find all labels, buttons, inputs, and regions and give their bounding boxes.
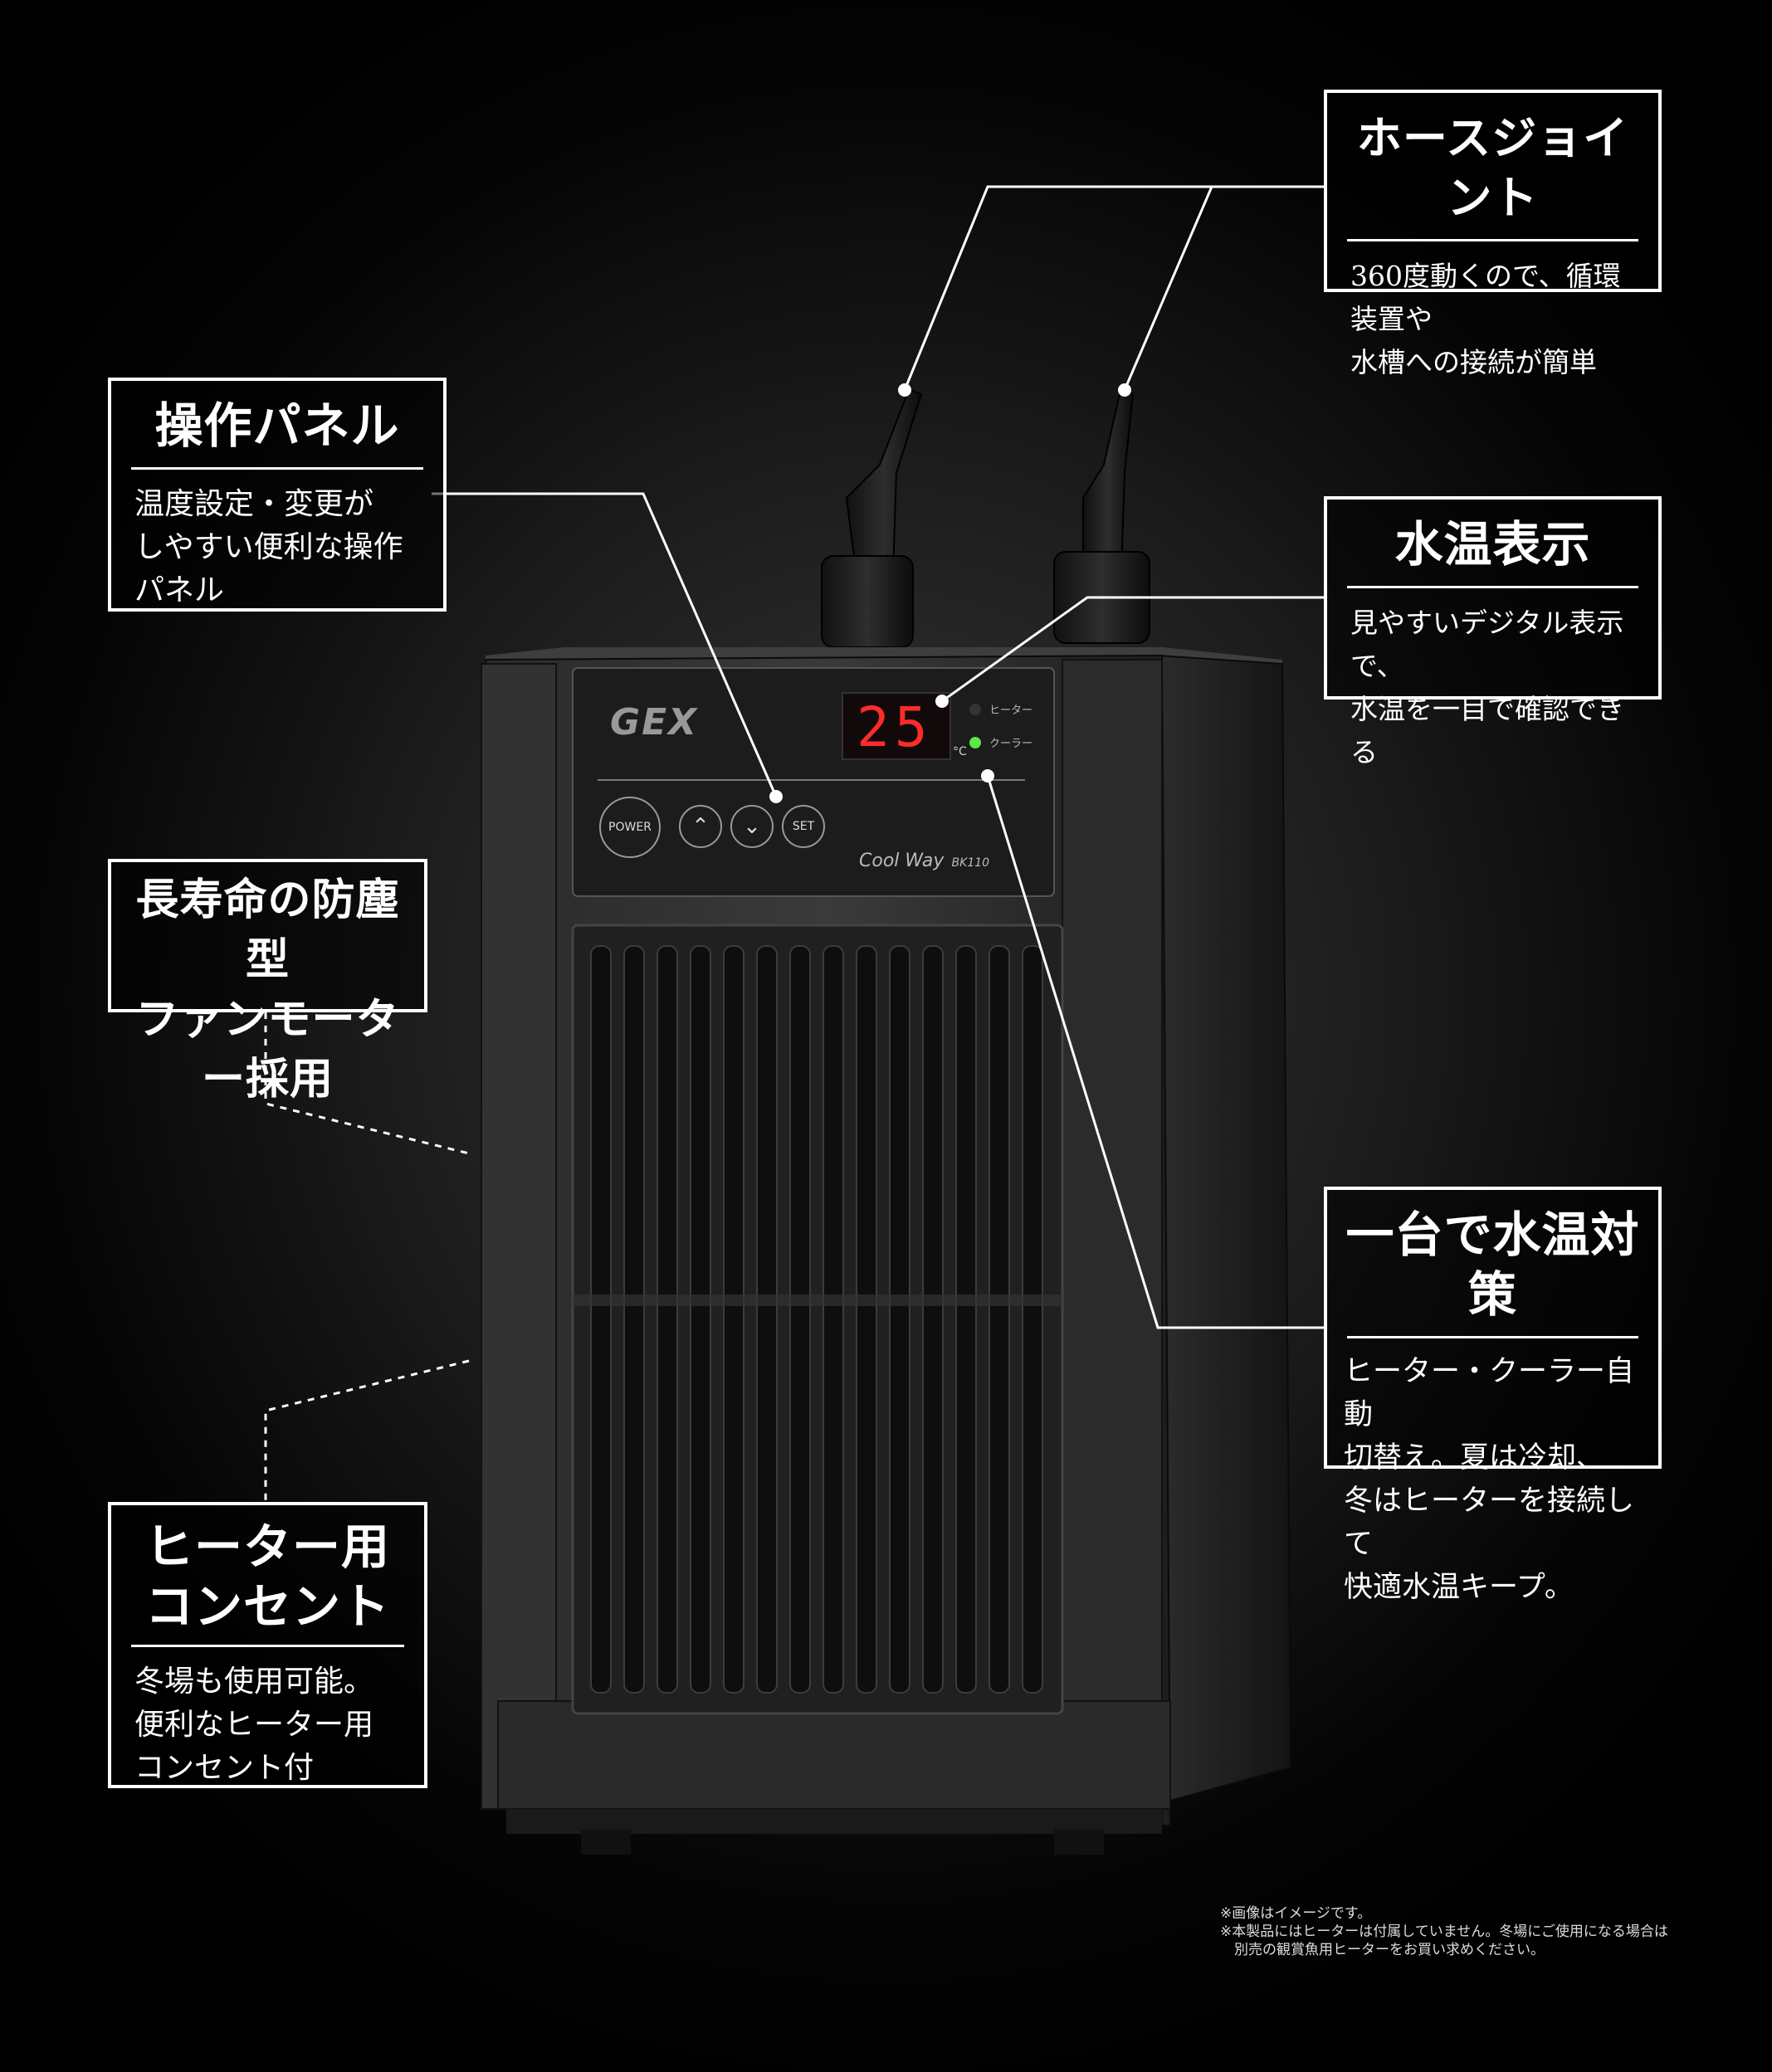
temperature-unit: °C bbox=[953, 745, 967, 758]
callout-description: 見やすいデジタル表示で、 水温を一目で確認できる bbox=[1350, 607, 1624, 768]
temperature-display bbox=[842, 692, 951, 760]
grille-slats bbox=[590, 945, 1043, 1694]
divider bbox=[1347, 586, 1638, 588]
cooler-indicator-label: クーラー bbox=[989, 738, 1033, 750]
grille-slat bbox=[1022, 945, 1043, 1694]
divider bbox=[1347, 1336, 1638, 1338]
callout-heater-outlet: ヒーター用 コンセント 冬場も使用可能。 便利なヒーター用 コンセント付 bbox=[108, 1502, 427, 1788]
grille-slat bbox=[823, 945, 844, 1694]
callout-title: ヒーター用 コンセント bbox=[144, 1519, 390, 1635]
up-button[interactable]: ⌃ bbox=[679, 805, 722, 848]
chevron-up-icon: ⌃ bbox=[691, 814, 710, 839]
grille-slat bbox=[690, 945, 711, 1694]
grille-slat bbox=[756, 945, 778, 1694]
power-button[interactable]: POWER bbox=[599, 797, 661, 858]
callout-auto-switch: 一台で水温対策 ヒーター・クーラー自動 切替え。夏は冷却、 冬はヒーターを接続し… bbox=[1324, 1187, 1662, 1604]
grille-slat bbox=[590, 945, 612, 1694]
divider bbox=[1347, 239, 1638, 241]
callout-fan-motor: 長寿命の防塵型 ファンモーター採用 bbox=[108, 859, 427, 1104]
cooler-indicator-led bbox=[969, 737, 981, 748]
auto-leader-line bbox=[986, 775, 1324, 1329]
divider bbox=[131, 467, 423, 470]
footnotes: ※画像はイメージです。 ※本製品にはヒーターは付属していません。冬場にご使用にな… bbox=[1220, 1905, 1668, 1958]
grille-slat bbox=[889, 945, 910, 1694]
heater-indicator-label: ヒーター bbox=[989, 704, 1033, 717]
callout-hose-joint: ホースジョイント 360度動くので、循環装置や 水槽への接続が簡単 bbox=[1324, 90, 1662, 378]
callout-description: ヒーター・クーラー自動 切替え。夏は冷却、 冬はヒーターを接続して 快適水温キー… bbox=[1344, 1355, 1635, 1604]
set-button-label: SET bbox=[792, 820, 815, 833]
callout-title: 一台で水温対策 bbox=[1345, 1207, 1640, 1323]
display-leader-line bbox=[941, 596, 1324, 703]
callout-water-temp-display: 水温表示 見やすいデジタル表示で、 水温を一目で確認できる bbox=[1324, 496, 1662, 768]
model-label: Cool Way bbox=[859, 851, 945, 871]
callout-title: ホースジョイント bbox=[1356, 111, 1629, 224]
outlet-leader-line bbox=[264, 1359, 470, 1502]
callout-title: 長寿命の防塵型 ファンモーター採用 bbox=[135, 875, 400, 1104]
hose-joint-right bbox=[1053, 388, 1150, 644]
divider bbox=[131, 1645, 404, 1647]
grille-slat bbox=[856, 945, 877, 1694]
callout-description: 冬場も使用可能。 便利なヒーター用 コンセント付 bbox=[134, 1665, 374, 1785]
grille-slat bbox=[657, 945, 678, 1694]
model-name: Cool Way BK110 bbox=[859, 851, 989, 871]
callout-description: 温度設定・変更が しやすい便利な操作 パネル bbox=[134, 487, 403, 607]
grille-slat bbox=[623, 945, 645, 1694]
set-button[interactable]: SET bbox=[782, 805, 825, 848]
temperature-readout: 25 bbox=[857, 695, 933, 759]
power-button-label: POWER bbox=[608, 821, 652, 834]
grille-slat bbox=[922, 945, 944, 1694]
grille-slat bbox=[789, 945, 811, 1694]
grille-slat bbox=[723, 945, 744, 1694]
panel-leader-line bbox=[432, 492, 778, 797]
fan-leader-line bbox=[264, 1012, 470, 1155]
hose-leader-line bbox=[903, 185, 1324, 391]
grille-slat bbox=[955, 945, 977, 1694]
callout-title: 水温表示 bbox=[1394, 516, 1591, 573]
hose-joint-left bbox=[821, 388, 923, 648]
down-button[interactable]: ⌄ bbox=[730, 805, 774, 848]
grille-slat bbox=[989, 945, 1010, 1694]
chevron-down-icon: ⌄ bbox=[743, 814, 761, 839]
brand-logo: GEX bbox=[610, 701, 699, 743]
callout-title: 操作パネル bbox=[154, 397, 400, 454]
model-code: BK110 bbox=[951, 856, 990, 870]
callout-description: 360度動くので、循環装置や 水槽への接続が簡単 bbox=[1350, 260, 1621, 378]
callout-control-panel: 操作パネル 温度設定・変更が しやすい便利な操作 パネル bbox=[108, 378, 447, 612]
